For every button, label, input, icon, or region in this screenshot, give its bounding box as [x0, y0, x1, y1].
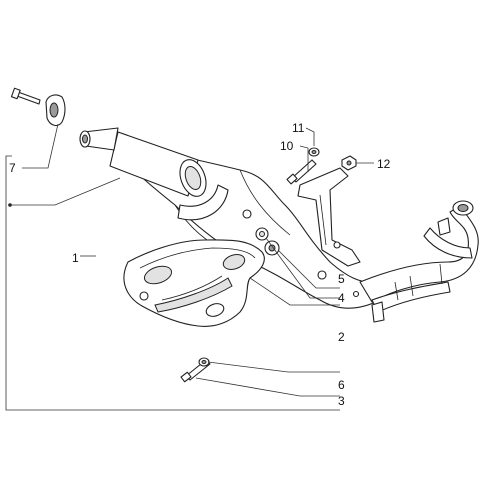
callout-4: 4 [338, 291, 345, 305]
callout-5: 5 [338, 272, 345, 286]
callout-labels: 7 1 10 11 12 5 4 2 6 3 [9, 121, 391, 408]
callout-10: 10 [280, 139, 294, 153]
bolt-7 [16, 91, 41, 105]
header-pipe [359, 200, 479, 323]
muffler-assembly [79, 127, 381, 309]
heat-shield [123, 239, 265, 327]
mount-hole-lower [317, 270, 327, 280]
callout-6: 6 [338, 378, 345, 392]
callout-12: 12 [377, 157, 391, 171]
muffler-canister [109, 131, 199, 197]
leader-lines [5, 123, 374, 411]
callout-7: 7 [9, 161, 16, 175]
frame-bracket [297, 167, 361, 267]
mount-hole-upper [242, 209, 252, 219]
callout-1: 1 [72, 251, 79, 265]
callout-11: 11 [292, 121, 305, 135]
heat-shield-body [123, 239, 265, 327]
hardware-upper [286, 147, 357, 185]
callout-3: 3 [338, 394, 345, 408]
clamp-assembly [10, 87, 66, 127]
callout-2: 2 [338, 330, 345, 344]
